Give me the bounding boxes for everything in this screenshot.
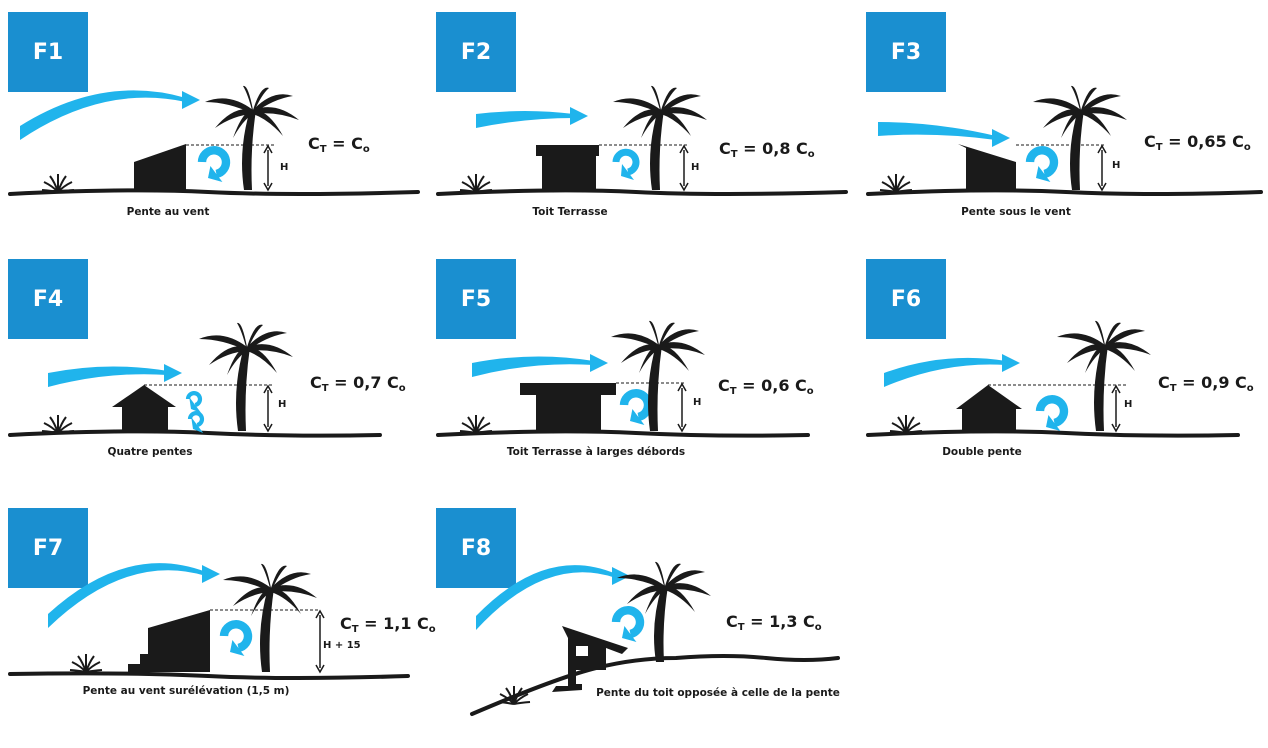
scene-illustration: [8, 12, 428, 212]
height-label: H: [280, 162, 288, 173]
height-label: H: [1112, 160, 1120, 171]
house-silhouette: [134, 144, 186, 190]
ground-line: [868, 431, 1238, 435]
house-silhouette: [956, 385, 1022, 431]
scene-illustration: [8, 259, 428, 459]
height-dimension-arrow: [1112, 386, 1120, 431]
palm-tree-icon: [611, 321, 705, 431]
bush-icon: [42, 174, 74, 192]
panel-caption: Pente sous le vent: [961, 206, 1071, 218]
palm-tree-icon: [199, 323, 293, 431]
vortex-arrow-icon: [1040, 399, 1064, 431]
house-silhouette: [116, 610, 210, 672]
ground-line: [438, 431, 808, 435]
house-silhouette: [958, 144, 1016, 190]
house-silhouette: [552, 626, 628, 692]
ct-formula: CT = 1,1 Co: [340, 614, 436, 635]
wind-arrow: [472, 354, 608, 377]
height-label: H: [1124, 399, 1132, 410]
height-dimension-arrow: [264, 146, 272, 190]
ground-line: [472, 656, 838, 714]
vortex-arrow-icon: [188, 393, 201, 413]
panel-f3: F3 CT = 0,65 Co H Pente sous le vent: [866, 12, 1268, 252]
panel-caption: Pente du toit opposée à celle de la pent…: [596, 687, 840, 699]
panel-caption: Pente au vent surélévation (1,5 m): [83, 685, 290, 697]
scene-illustration: [866, 12, 1266, 212]
house-silhouette: [112, 385, 176, 431]
vortex-arrow-icon: [190, 413, 203, 433]
panel-caption: Toit Terrasse: [532, 206, 607, 218]
wind-arrow: [476, 107, 588, 128]
ct-formula: CT = 0,7 Co: [310, 373, 406, 394]
scene-illustration: [8, 508, 438, 708]
panel-f8: F8 CT = 1,3 Co Pente du toit opposée à c…: [436, 508, 856, 748]
vortex-arrow-icon: [202, 150, 226, 182]
height-dimension-arrow: [680, 146, 688, 190]
scene-illustration: [436, 12, 856, 212]
vortex-arrow-icon: [224, 624, 248, 656]
height-label: H: [691, 162, 699, 173]
ct-formula: CT = 0,9 Co: [1158, 373, 1254, 394]
vortex-arrow-icon: [616, 152, 636, 180]
bush-icon: [70, 654, 102, 672]
wind-arrow: [476, 565, 630, 630]
ct-formula: CT = 0,65 Co: [1144, 132, 1251, 153]
house-silhouette: [536, 145, 599, 190]
panel-caption: Pente au vent: [127, 206, 210, 218]
scene-illustration: [436, 259, 856, 459]
ground-line: [10, 673, 408, 678]
vortex-arrow-icon: [1030, 150, 1054, 182]
ct-formula: CT = 0,8 Co: [719, 139, 815, 160]
bush-icon: [460, 174, 492, 192]
house-silhouette: [520, 383, 616, 431]
height-label: H: [278, 399, 286, 410]
bush-icon: [460, 415, 492, 433]
vortex-arrow-icon: [624, 393, 648, 425]
vortex-arrow-icon: [616, 610, 640, 642]
panel-f7: F7 CT = 1,1 Co H + 15 Pente au vent suré…: [8, 508, 428, 748]
panel-f4: F4 CT = 0,7 Co H Quatre pentes: [8, 259, 428, 499]
height-dimension-arrow: [264, 386, 272, 431]
ct-formula: CT = 1,3 Co: [726, 612, 822, 633]
bush-icon: [890, 415, 922, 433]
panel-caption: Toit Terrasse à larges débords: [507, 446, 685, 458]
bush-icon: [880, 174, 912, 192]
height-label: H: [693, 397, 701, 408]
height-label: H + 15: [323, 640, 361, 651]
ct-formula: CT = Co: [308, 134, 370, 155]
height-dimension-arrow: [678, 384, 686, 431]
wind-arrow: [48, 364, 182, 387]
panel-f6: F6 CT = 0,9 Co H Double pente: [866, 259, 1268, 499]
ground-line: [868, 190, 1261, 194]
scene-illustration: [866, 259, 1266, 459]
wind-arrow: [20, 90, 200, 140]
panel-caption: Double pente: [942, 446, 1022, 458]
panel-caption: Quatre pentes: [108, 446, 193, 458]
height-dimension-arrow: [1098, 146, 1106, 190]
bush-icon: [42, 415, 74, 433]
panel-f2: F2 CT = 0,8 Co H Toit Terrasse: [436, 12, 856, 252]
palm-tree-icon: [1057, 321, 1151, 431]
wind-arrow: [884, 354, 1020, 387]
ct-formula: CT = 0,6 Co: [718, 376, 814, 397]
palm-tree-icon: [223, 564, 317, 672]
panel-f5: F5 CT = 0,6 Co H Toit Terrasse à larges …: [436, 259, 856, 499]
ground-line: [438, 190, 846, 194]
panel-f1: F1 CT = Co H Pente au vent: [8, 12, 428, 252]
wind-arrow: [878, 122, 1010, 147]
window-icon: [576, 646, 588, 656]
